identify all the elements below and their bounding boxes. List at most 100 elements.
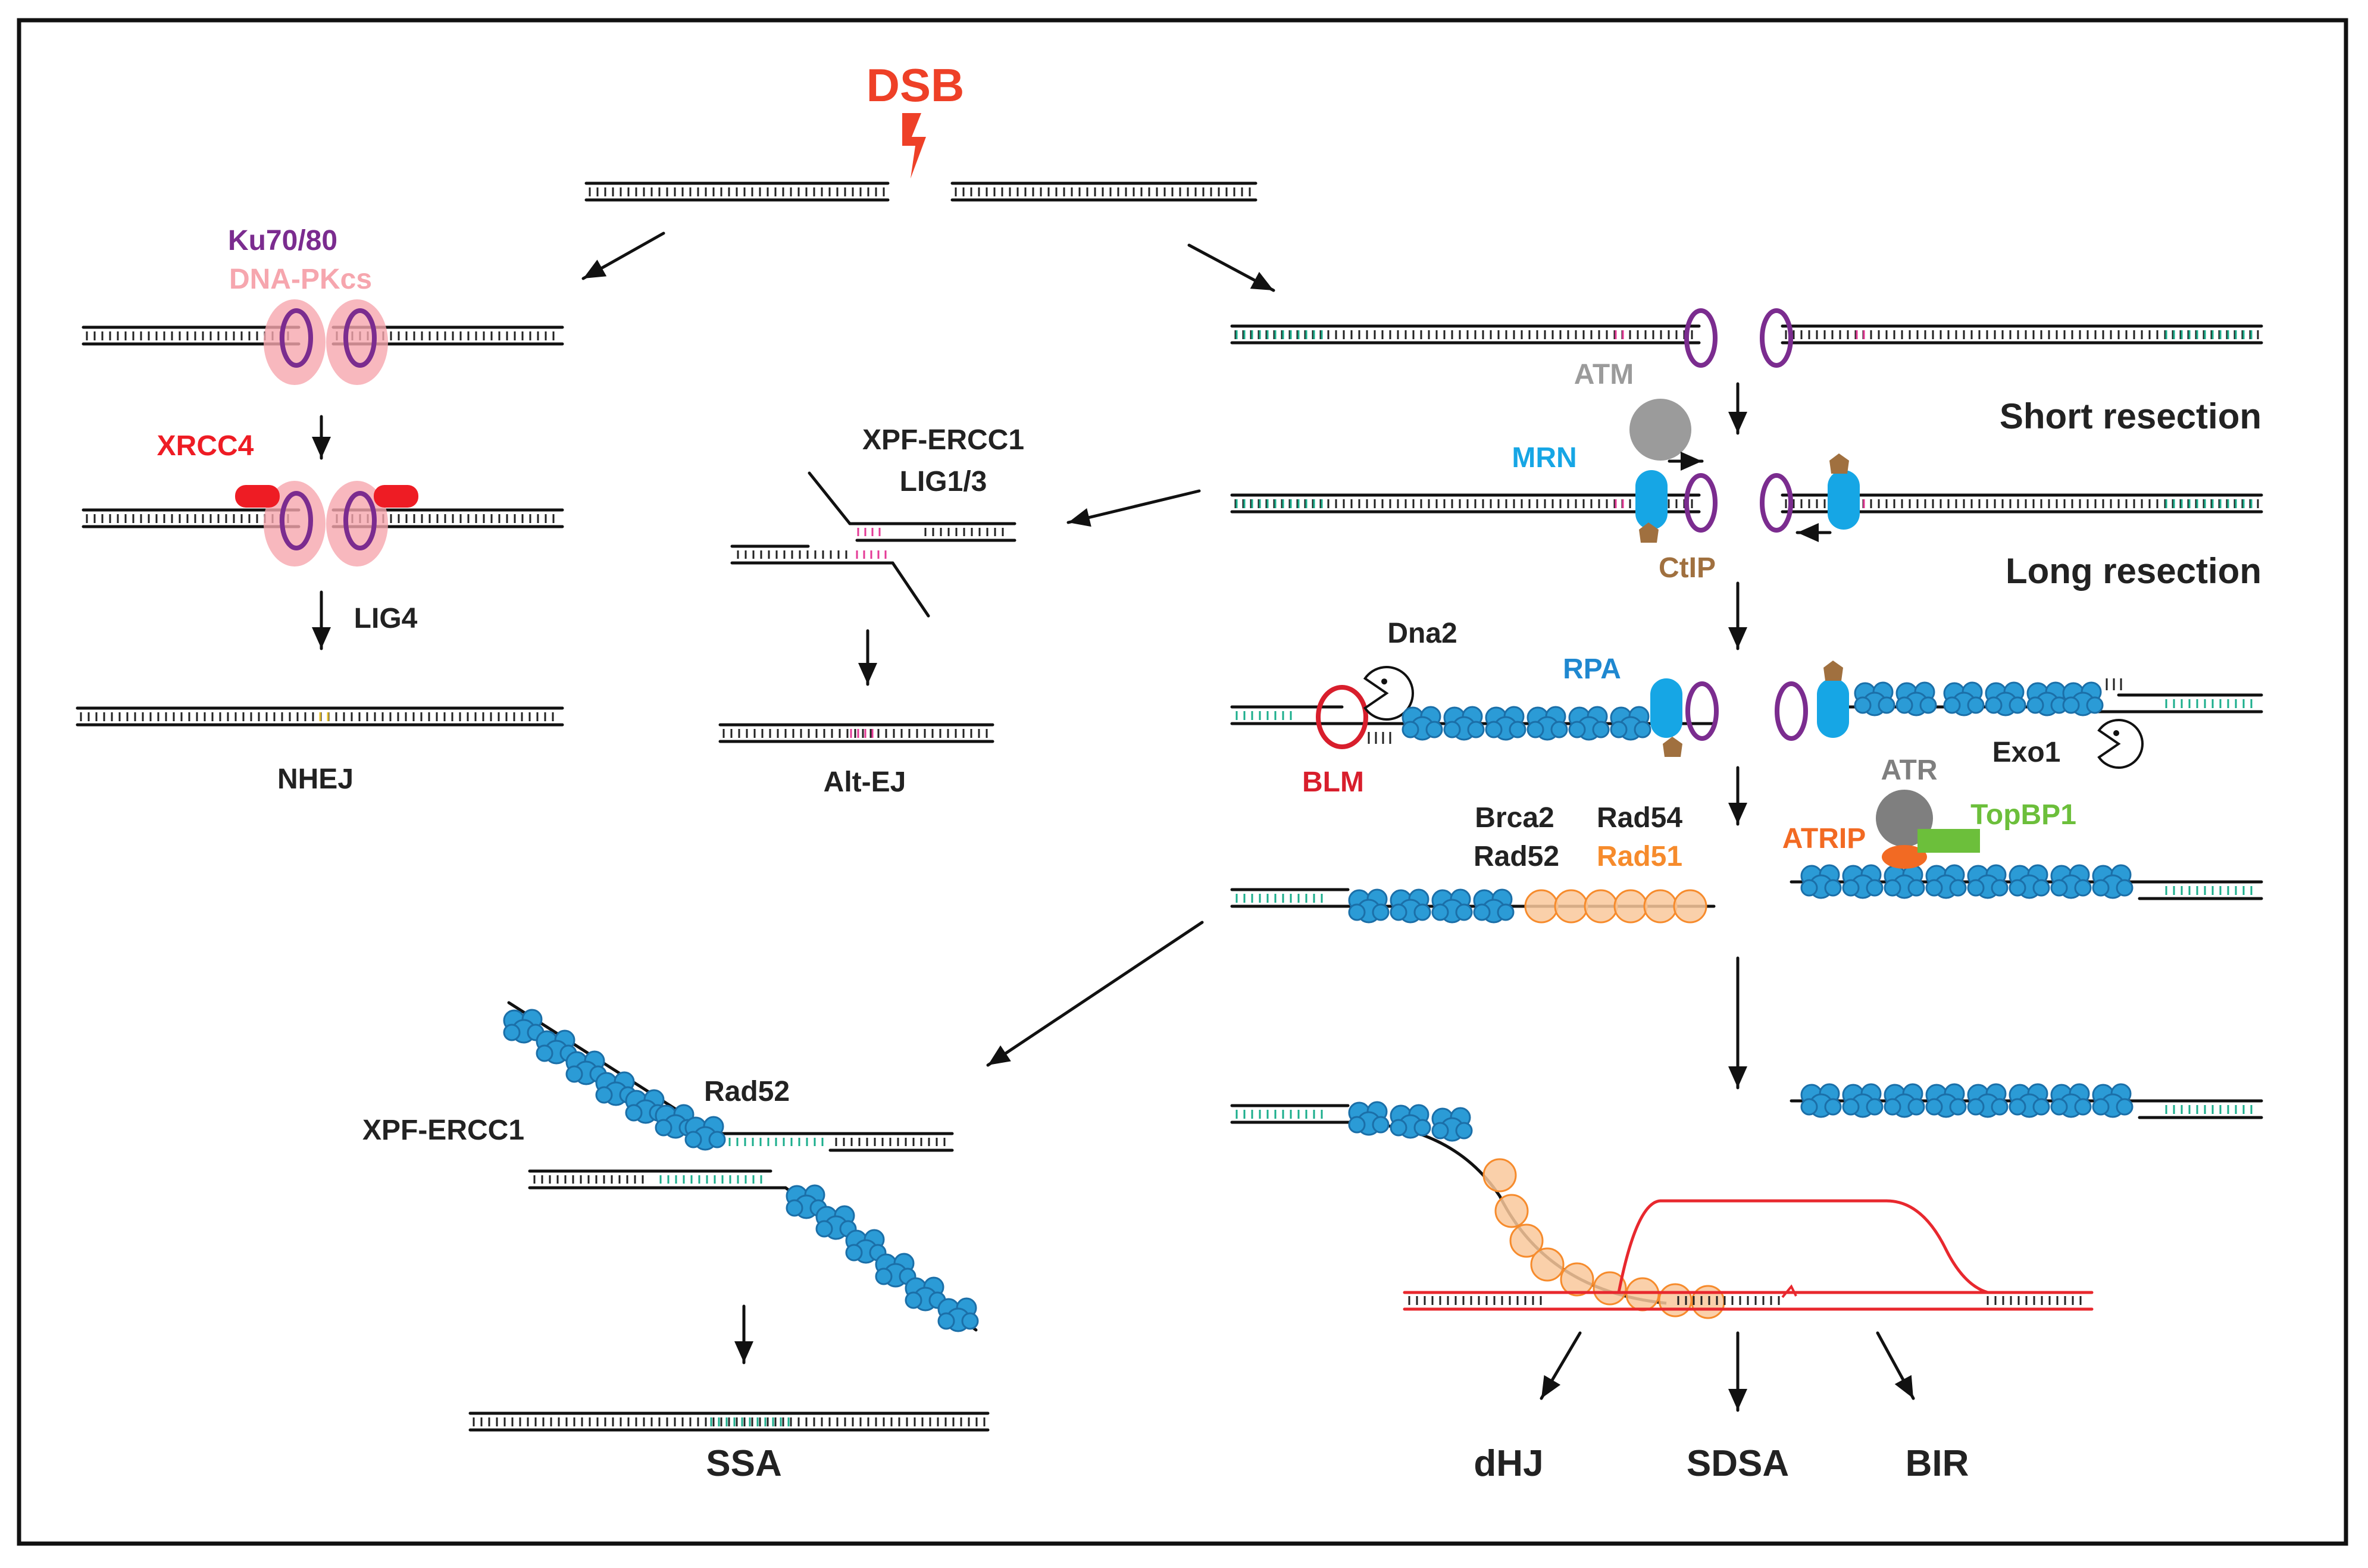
rad51-protein-inv-4: [1560, 1262, 1594, 1297]
rpa-protein-r3-left-3: [1526, 706, 1568, 741]
rpa-protein-r3-right-4: [2026, 681, 2068, 716]
resection-row1-right-base-pairs: [1785, 330, 2259, 339]
rpa-subunit: [1985, 696, 2003, 714]
long-resection-label: Long resection: [2006, 551, 2261, 591]
arrow-short-resection-head: [1728, 412, 1747, 433]
ssa-upper-pairs: [835, 1138, 946, 1146]
rpa-protein-r4-right-4: [1967, 864, 2009, 899]
ku-ring-r3-right: [1775, 681, 1808, 741]
rad51-protein-inv-3: [1530, 1247, 1565, 1282]
arrow-to-altej: [1066, 489, 1201, 524]
dna2-label: Dna2: [1387, 618, 1457, 649]
xrcc4-protein-right: [374, 485, 418, 508]
nhej-label: NHEJ: [277, 763, 354, 795]
ku-ring-right-2: [343, 491, 377, 550]
ctip-right: [1829, 453, 1849, 474]
rpa-subunit: [1473, 903, 1491, 921]
arrow-nhej-2-head: [312, 627, 331, 649]
atm-label: ATM: [1574, 359, 1634, 390]
altej-label: Alt-EJ: [824, 766, 906, 798]
rpa-protein-r3-left-2: [1485, 706, 1526, 741]
arrow-sdsa-head: [1728, 1389, 1747, 1410]
rad52-label-b: Rad52: [704, 1076, 790, 1107]
donor-pairs-right: [1987, 1296, 2082, 1305]
dsb-right-duplex-base-pairs: [955, 187, 1251, 196]
rpa-subunit: [2116, 1098, 2134, 1116]
rpa-subunit: [905, 1291, 922, 1309]
atrip-label: ATRIP: [1782, 823, 1866, 855]
ssa-lower-pairs: [533, 1175, 644, 1184]
ku-ring-r1-right: [1760, 308, 1793, 368]
rpa-protein-r4-3: [1473, 888, 1515, 924]
homology-left-4: [1235, 894, 1323, 903]
rpa-subunit: [1372, 1116, 1390, 1134]
rpa-subunit: [1509, 721, 1526, 738]
rpa-label: RPA: [1563, 653, 1621, 685]
rpa-subunit: [1348, 903, 1366, 921]
rpa-subunit: [2009, 696, 2026, 714]
altej-flap-top: [808, 471, 852, 525]
rpa-protein-r4-right-0: [1800, 864, 1842, 899]
mrn-complex-right: [1828, 470, 1860, 530]
rpa-subunit: [1610, 721, 1628, 738]
homology-left-1: [1235, 330, 1323, 339]
mrn-label: MRN: [1512, 442, 1576, 474]
nhej-product-base-pairs: [80, 712, 554, 721]
arrow-to-ssa: [986, 921, 1204, 1067]
rpa-protein-inv-0: [1348, 1101, 1390, 1136]
dnapkcs-protein-left-2: [264, 481, 326, 567]
rpa-protein-r5-3: [1925, 1083, 1967, 1118]
nhej-left-end-base-pairs: [86, 331, 289, 340]
rpa-subunit: [565, 1065, 583, 1083]
rpa-protein-r5-7: [2092, 1083, 2134, 1118]
rpa-subunit: [1919, 696, 1937, 714]
rpa-subunit: [1907, 1098, 1925, 1116]
homology-right-5: [2165, 1105, 2253, 1114]
rpa-subunit: [1949, 1098, 1967, 1116]
arrow-nhej-1-head: [312, 437, 331, 458]
rpa-protein-r4-right-2: [1884, 864, 1925, 899]
rpa-subunit: [1568, 721, 1586, 738]
rpa-protein-r3-left-0: [1402, 706, 1443, 741]
mh-left-2: [1615, 499, 1624, 508]
rpa-subunit: [1390, 1119, 1407, 1137]
rad51-protein-inv-1: [1494, 1194, 1529, 1228]
ctip-r3-left: [1663, 737, 1682, 757]
rpa-subunit: [815, 1220, 833, 1238]
altej-bottom-pairs: [737, 550, 847, 559]
extension-primer: [1781, 1284, 1797, 1298]
rpa-subunit: [1550, 721, 1568, 738]
rpa-protein-r5-4: [1967, 1083, 2009, 1118]
labels: DSB Ku70/80 DNA-PKcs XRCC4 LIG4 NHEJ XPF…: [157, 59, 2261, 1484]
rpa-subunit: [503, 1024, 521, 1041]
mrn-complex-r3-left: [1650, 678, 1682, 738]
mh-left-1: [1615, 330, 1624, 339]
lig4-label: LIG4: [354, 603, 418, 634]
homology-left-3: [1235, 711, 1292, 720]
xpf-ercc1-label-top: XPF-ERCC1: [862, 424, 1024, 456]
rpa-subunit: [1413, 1119, 1431, 1137]
bir-label: BIR: [1906, 1443, 1969, 1484]
sdsa-label: SDSA: [1687, 1443, 1789, 1484]
rpa-subunit: [1967, 879, 1985, 897]
r3-right-nicks: [2106, 678, 2122, 690]
rpa-protein-r4-right-6: [2050, 864, 2092, 899]
exo1-nuclease-icon: [2097, 719, 2144, 769]
rpa-protein-r3-right-5: [2062, 681, 2104, 716]
atm-kinase: [1629, 399, 1691, 461]
arrow-to-nhej-head: [583, 259, 607, 278]
rpa-protein-ssa-upper-6: [684, 1116, 726, 1151]
rpa-subunit: [1592, 721, 1610, 738]
rpa-subunit: [1497, 903, 1515, 921]
dsb-label: DSB: [867, 59, 965, 111]
rpa-subunit: [1824, 1098, 1842, 1116]
rpa-subunit: [845, 1244, 863, 1262]
rpa-protein-ssa-lower-4: [905, 1276, 946, 1312]
rpa-subunit: [1907, 879, 1925, 897]
rpa-protein-r3-left-5: [1610, 706, 1651, 741]
homology-right-2: [2165, 499, 2253, 508]
rpa-protein-r3-right-1: [1895, 681, 1937, 716]
ku-ring-r1-left: [1684, 308, 1718, 368]
rpa-subunit: [595, 1086, 613, 1104]
rad52-label-a: Rad52: [1474, 841, 1559, 872]
